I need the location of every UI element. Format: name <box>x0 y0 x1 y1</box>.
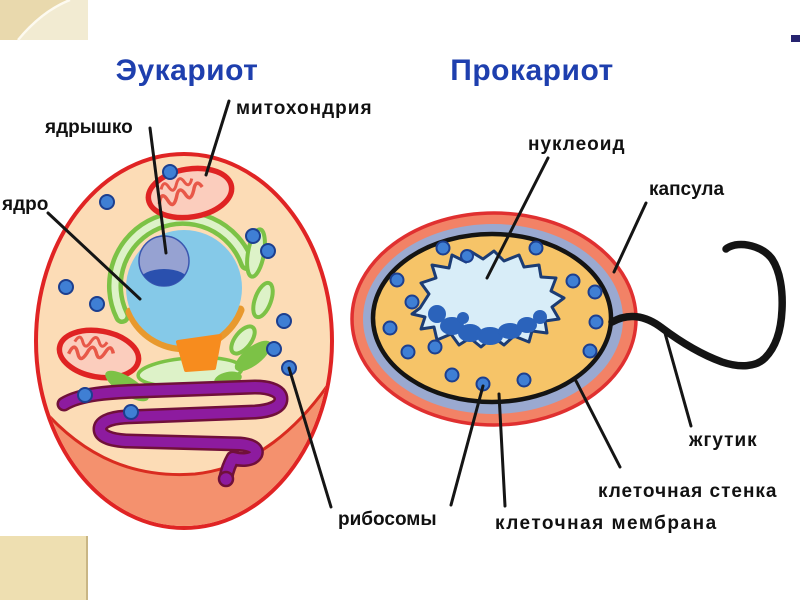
purple-tube <box>59 382 286 482</box>
capsule-label: капсула <box>649 179 725 200</box>
mitochondrion-cristae <box>73 335 109 348</box>
mitochondrion-cristae <box>157 181 204 207</box>
leader-cell-wall <box>574 379 622 469</box>
corner-arc-fill <box>18 0 88 40</box>
ribosome-dot <box>427 339 443 355</box>
ribosomes-label: рибосомы <box>338 509 437 530</box>
nucleoid-dense-dna <box>428 305 547 345</box>
mitochondrion-lower <box>56 327 142 381</box>
dna-clump <box>477 327 503 345</box>
ribosome-dot <box>77 387 93 403</box>
ribosome-dot <box>435 240 451 256</box>
ribosome-dot <box>389 272 405 288</box>
ribosome-dot <box>260 243 276 259</box>
leader-nucleus <box>46 211 142 301</box>
leader-flagellum <box>661 324 693 428</box>
ribosome-dot <box>123 404 139 420</box>
er-wing <box>234 340 272 372</box>
mitochondrion-label: митохондрия <box>236 98 373 119</box>
ribosome-dot <box>89 296 105 312</box>
purple-tube-end <box>217 470 235 488</box>
dna-clump <box>428 305 446 323</box>
ribosome-dot <box>245 228 261 244</box>
golgi-apparatus <box>176 334 222 372</box>
leader-mitochondrion <box>204 99 231 177</box>
prokaryote-title: Прокариот <box>450 54 613 87</box>
dna-clump <box>457 312 469 324</box>
mitochondrion-body <box>145 165 235 221</box>
prokaryote-ribosomes <box>382 240 604 392</box>
ribosome-dot <box>404 294 420 310</box>
ribosome-dot <box>588 314 604 330</box>
dna-clump <box>498 323 522 339</box>
nucleolus-label: ядрышко <box>44 117 133 138</box>
cell-wall-label: клеточная стенка <box>598 481 778 502</box>
ribosome-dot <box>565 273 581 289</box>
ribosome-dot <box>528 240 544 256</box>
corner-rect <box>0 536 88 600</box>
ribosome-dot <box>58 279 74 295</box>
ribosome-dot <box>460 249 474 263</box>
nucleus-label: ядро <box>1 194 48 215</box>
ribosome-dot <box>382 320 398 336</box>
corner-decoration-top-left <box>0 0 88 41</box>
mitochondrion-cristae <box>67 345 116 361</box>
corner-arc-line <box>17 0 71 41</box>
ribosome-dot <box>587 284 603 300</box>
corner-decoration-bottom-left <box>0 536 88 600</box>
leader-ribosomes-eukaryote <box>287 366 333 509</box>
er-leaf <box>229 324 257 356</box>
ribosome-dot <box>266 341 282 357</box>
ribosome-dot <box>276 313 292 329</box>
mitochondrion-cristae <box>159 177 194 192</box>
er-ring-highlight <box>111 214 251 320</box>
leader-nucleolus <box>148 126 168 255</box>
nucleoid-label: нуклеоид <box>528 134 626 155</box>
dna-clump <box>533 310 547 324</box>
prokaryote-cell <box>350 211 786 427</box>
leader-cell-membrane <box>497 392 507 508</box>
eukaryote-bottom-shading <box>38 365 330 526</box>
eukaryote-ribosomes <box>58 164 297 420</box>
ribosome-dot <box>516 372 532 388</box>
flagellum-label: жгутик <box>688 430 758 451</box>
dna-clump <box>440 317 464 335</box>
ribosome-dot <box>400 344 416 360</box>
mitochondrion-upper <box>145 165 235 221</box>
dna-clump <box>517 317 537 333</box>
leader-nucleoid <box>485 156 550 280</box>
ribosome-dot <box>99 194 115 210</box>
stray-mark <box>791 35 800 42</box>
mitochondrion-body <box>56 327 142 381</box>
leader-lines <box>46 99 693 509</box>
dna-clump <box>458 324 482 342</box>
ribosome-dot <box>444 367 460 383</box>
eukaryote-cell <box>34 152 334 530</box>
leader-ribosomes-prokaryote <box>449 384 485 507</box>
flagellum <box>608 240 786 370</box>
eukaryote-title: Эукариот <box>116 54 259 87</box>
cell-membrane-label: клеточная мембрана <box>495 513 718 534</box>
ribosome-dot <box>162 164 178 180</box>
ribosome-dot <box>582 343 598 359</box>
er-leaf <box>251 280 275 320</box>
leader-capsule <box>612 201 648 274</box>
